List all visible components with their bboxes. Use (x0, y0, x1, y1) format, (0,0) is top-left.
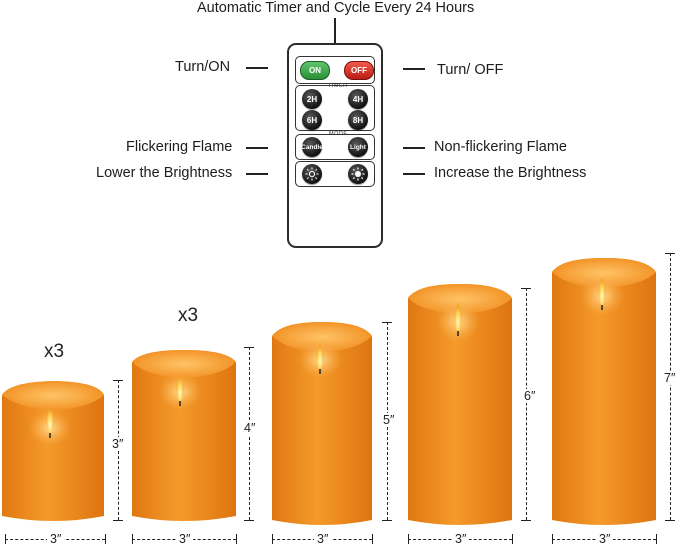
timer-8h-button[interactable]: 8H (348, 110, 368, 130)
callout-increase-brightness: Increase the Brightness (434, 165, 587, 181)
candle-6in (408, 284, 512, 525)
callout-lower-brightness: Lower the Brightness (96, 165, 233, 181)
brightness-panel (295, 161, 375, 187)
callout-turn-off: Turn/ OFF (437, 62, 504, 78)
flame-icon (598, 278, 606, 306)
callout-non-flicker: Non-flickering Flame (434, 139, 567, 155)
header-title: Automatic Timer and Cycle Every 24 Hours (197, 0, 475, 16)
candle-4-width: 3″ (452, 532, 470, 546)
candle-5in (272, 322, 372, 525)
candle-2-height: 4″ (244, 421, 256, 435)
callout-turn-on: Turn/ON (175, 59, 231, 75)
flame-icon (454, 304, 462, 332)
candle-5-width: 3″ (596, 532, 614, 546)
candle-3-width: 3″ (314, 532, 332, 546)
candle-4-height: 6″ (524, 389, 536, 403)
candle-2-qty: x3 (178, 305, 199, 326)
sun-dim-icon (305, 167, 319, 181)
candle-1-qty: x3 (44, 341, 65, 362)
candle-1-height: 3″ (112, 437, 124, 451)
height-line-5 (670, 253, 671, 520)
flame-icon (176, 376, 184, 402)
candle-1-width: 3″ (47, 532, 65, 546)
callout-line-non-flicker (403, 147, 425, 149)
candle-3in (2, 381, 104, 521)
callout-line-turn-on (246, 67, 268, 69)
brightness-down-button[interactable] (302, 164, 322, 184)
candle-2-width: 3″ (176, 532, 194, 546)
candle-5-height: 7″ (664, 371, 676, 385)
power-panel: ON OFF (295, 56, 375, 84)
height-line-4 (526, 288, 527, 520)
timer-2h-button[interactable]: 2H (302, 89, 322, 109)
callout-line-flicker (246, 147, 268, 149)
candle-3-height: 5″ (383, 413, 395, 427)
mode-panel: Candle Light (295, 134, 375, 160)
callout-line-turn-off (403, 68, 425, 70)
timer-6h-button[interactable]: 6H (302, 110, 322, 130)
timer-4h-button[interactable]: 4H (348, 89, 368, 109)
callout-flicker: Flickering Flame (126, 139, 233, 155)
flame-icon (46, 408, 54, 434)
remote-control: ON OFF TIMER 2H 4H 6H 8H MODE Candle Lig… (287, 43, 383, 248)
candle-4in (132, 350, 236, 521)
off-button[interactable]: OFF (344, 61, 374, 80)
callout-line-lower (246, 173, 268, 175)
light-mode-button[interactable]: Light (348, 137, 368, 157)
flame-icon (316, 344, 324, 370)
sun-bright-icon (351, 167, 365, 181)
candle-7in (552, 258, 656, 525)
timer-label: TIMER (328, 83, 348, 89)
candle-mode-button[interactable]: Candle (301, 137, 323, 157)
on-button[interactable]: ON (300, 61, 330, 80)
brightness-up-button[interactable] (348, 164, 368, 184)
timer-panel: 2H 4H 6H 8H (295, 85, 375, 131)
callout-line-increase (403, 173, 425, 175)
